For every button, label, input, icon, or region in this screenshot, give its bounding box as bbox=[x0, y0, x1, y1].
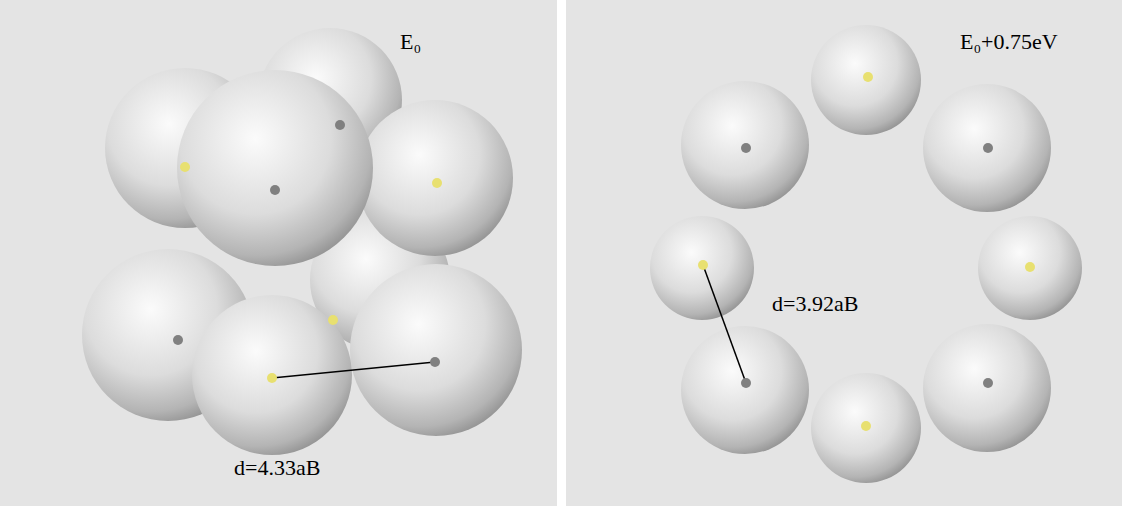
atom-sphere bbox=[978, 216, 1082, 320]
nucleus-dot bbox=[173, 335, 183, 345]
nucleus-dot bbox=[983, 143, 993, 153]
energy-label: E₀ bbox=[398, 30, 423, 54]
distance-line bbox=[703, 265, 746, 383]
atom-sphere bbox=[923, 324, 1051, 452]
nucleus-dot bbox=[180, 162, 190, 172]
nucleus-dot bbox=[432, 178, 442, 188]
nucleus-dot bbox=[1025, 262, 1035, 272]
right-panel bbox=[566, 0, 1122, 506]
atom-sphere bbox=[681, 326, 809, 454]
atom-sphere bbox=[177, 70, 373, 266]
atom-sphere bbox=[811, 373, 921, 483]
atom-sphere bbox=[923, 84, 1051, 212]
atom-sphere bbox=[350, 264, 522, 436]
atom-sphere bbox=[357, 100, 513, 256]
nucleus-dot bbox=[270, 185, 280, 195]
atom-sphere bbox=[811, 25, 921, 135]
distance-label: d=4.33aB bbox=[232, 456, 322, 480]
ring-cluster bbox=[650, 25, 1082, 483]
nucleus-dot bbox=[335, 120, 345, 130]
cube-cluster bbox=[82, 28, 522, 455]
atom-sphere bbox=[650, 216, 754, 320]
left-panel bbox=[0, 0, 557, 506]
distance-label: d=3.92aB bbox=[770, 292, 860, 316]
nucleus-dot bbox=[983, 378, 993, 388]
atom-sphere bbox=[192, 295, 352, 455]
energy-label: E₀+0.75eV bbox=[958, 30, 1060, 54]
nucleus-dot bbox=[863, 72, 873, 82]
nucleus-dot bbox=[861, 421, 871, 431]
nucleus-dot bbox=[328, 315, 338, 325]
nucleus-dot bbox=[741, 143, 751, 153]
nucleus-dot bbox=[698, 260, 708, 270]
nucleus-dot bbox=[267, 373, 277, 383]
nucleus-dot bbox=[741, 378, 751, 388]
distance-line bbox=[272, 362, 435, 378]
atom-sphere bbox=[681, 81, 809, 209]
nucleus-dot bbox=[430, 357, 440, 367]
